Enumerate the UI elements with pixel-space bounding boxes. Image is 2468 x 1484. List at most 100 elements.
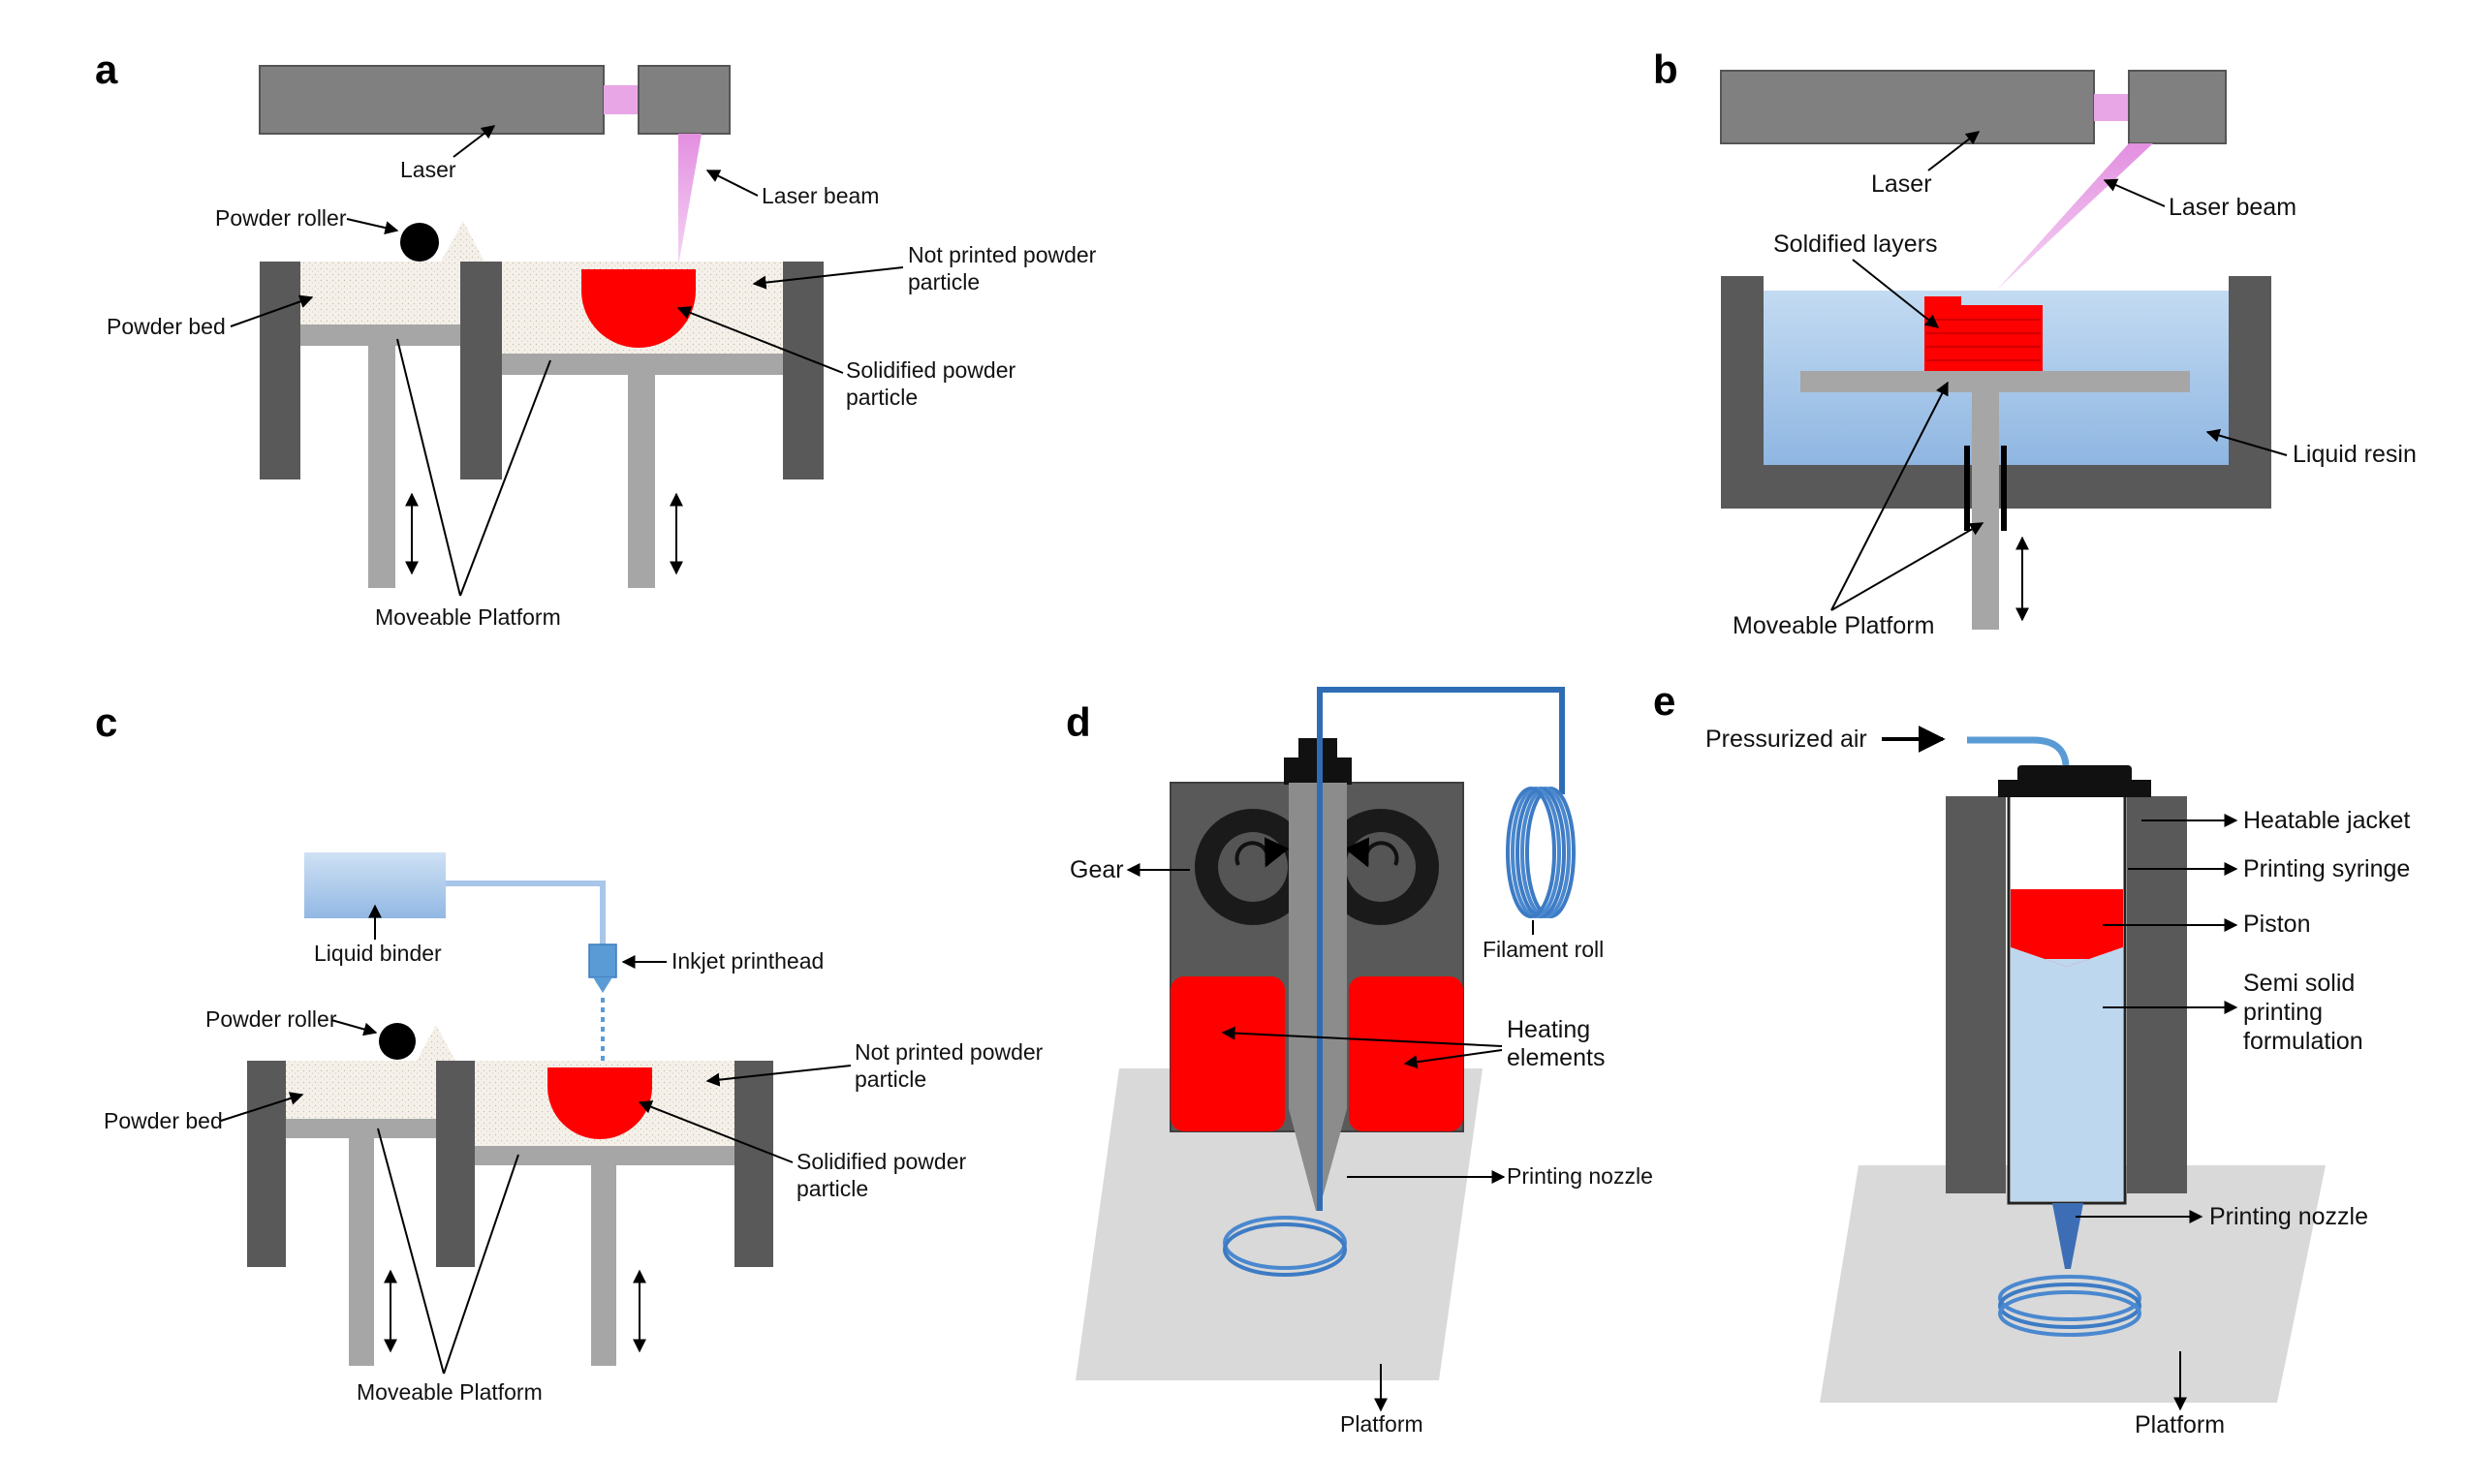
label-not-printed-a-1: Not printed powder xyxy=(908,242,1097,267)
powder-bed-left xyxy=(300,262,460,325)
panel-letter-c: c xyxy=(95,699,117,745)
panel-c: c Liquid binder Inkjet printhead Powder … xyxy=(95,699,1044,1405)
label-powder-bed-c: Powder bed xyxy=(104,1108,223,1133)
panel-b: b Laser Laser beam Soldified layers Liqu… xyxy=(1653,46,2417,639)
laser-mirror xyxy=(638,65,731,135)
printing-nozzle-e xyxy=(2052,1203,2083,1269)
label-heating-2: elements xyxy=(1507,1044,1605,1071)
gear-left-rotation xyxy=(1234,837,1290,868)
platform-right-stem xyxy=(628,375,655,588)
piston xyxy=(2011,889,2123,967)
label-moveable-platform-b: Moveable Platform xyxy=(1733,612,1934,639)
panel-letter-d: d xyxy=(1066,699,1091,745)
label-solidified-c-1: Solidified powder xyxy=(797,1149,967,1174)
laser-beam-horizontal xyxy=(604,85,639,114)
seal-left xyxy=(1964,446,1970,531)
laser-beam-b xyxy=(1996,143,2153,291)
powder-heap xyxy=(441,221,484,262)
platform-left xyxy=(300,325,460,346)
panel-letter-a: a xyxy=(95,46,118,92)
filament-roll xyxy=(1506,787,1576,918)
solidified-layers xyxy=(1924,305,2043,371)
bed-wall-right xyxy=(783,262,824,479)
platform-left-c xyxy=(286,1119,436,1138)
label-laser-a: Laser xyxy=(400,157,456,182)
label-liquid-resin: Liquid resin xyxy=(2293,441,2417,468)
printed-rings-d xyxy=(1223,1216,1347,1277)
binder-tube xyxy=(446,881,606,944)
panel-letter-e: e xyxy=(1653,678,1675,724)
bed-wall-left-c xyxy=(247,1061,286,1267)
label-not-printed-c-2: particle xyxy=(855,1067,926,1092)
laser-beam xyxy=(678,134,702,266)
label-powder-roller-a: Powder roller xyxy=(215,205,347,231)
filament xyxy=(1317,687,1565,1211)
label-laser-b: Laser xyxy=(1871,170,1932,198)
label-laser-beam-a: Laser beam xyxy=(762,183,879,208)
air-tube xyxy=(1967,736,2070,766)
platform-right xyxy=(502,354,783,375)
label-powder-bed-a: Powder bed xyxy=(107,314,226,339)
label-semi-solid-2: printing xyxy=(2243,999,2323,1026)
platform-right-c xyxy=(475,1146,734,1165)
heating-element-right xyxy=(1349,976,1463,1131)
label-filament-roll: Filament roll xyxy=(1483,937,1604,962)
label-platform-d: Platform xyxy=(1340,1411,1423,1437)
laser-mirror-b xyxy=(2128,70,2227,144)
laser-beam-horizontal-b xyxy=(2094,94,2129,121)
panel-e: e Pressurized air Heatable jacket Printi… xyxy=(1653,678,2410,1438)
powder-roller xyxy=(400,223,439,262)
label-semi-solid-1: Semi solid xyxy=(2243,970,2355,997)
label-printing-nozzle-e: Printing nozzle xyxy=(2209,1203,2368,1230)
label-solidified-a-2: particle xyxy=(846,385,918,410)
label-heating-1: Heating xyxy=(1507,1016,1590,1043)
inkjet-printhead xyxy=(588,943,617,978)
label-solidified-c-2: particle xyxy=(797,1176,868,1201)
label-semi-solid-3: formulation xyxy=(2243,1028,2363,1055)
seal-right xyxy=(2001,446,2007,531)
label-gear: Gear xyxy=(1070,856,1124,883)
heating-element-left xyxy=(1171,976,1285,1131)
label-platform-e: Platform xyxy=(2135,1411,2225,1438)
laser-body-b xyxy=(1720,70,2095,144)
label-liquid-binder: Liquid binder xyxy=(314,941,442,966)
syringe-cap xyxy=(2017,765,2132,783)
printed-rings-e xyxy=(1998,1275,2141,1337)
label-inkjet-printhead: Inkjet printhead xyxy=(672,948,824,974)
platform-b xyxy=(1800,371,2190,392)
platform-left-stem xyxy=(368,346,395,588)
label-not-printed-c-1: Not printed powder xyxy=(855,1039,1044,1065)
bed-wall-middle-c xyxy=(436,1061,475,1267)
semi-solid-formulation xyxy=(2011,959,2123,1201)
platform-stem-b xyxy=(1972,392,1999,630)
label-solidified-a-1: Solidified powder xyxy=(846,357,1016,383)
laser-body xyxy=(259,65,605,135)
solidified-part xyxy=(581,269,696,348)
panel-a: a Laser Laser beam Powder roller Powde xyxy=(95,46,1097,630)
solidified-part-c xyxy=(547,1067,652,1139)
heatable-jacket-left xyxy=(1946,796,2006,1193)
powder-roller-c xyxy=(379,1023,416,1060)
platform-left-stem-c xyxy=(349,1138,374,1366)
label-printing-nozzle-d: Printing nozzle xyxy=(1507,1163,1653,1189)
label-pressurized-air: Pressurized air xyxy=(1705,726,1867,753)
label-not-printed-a-2: particle xyxy=(908,269,980,294)
label-piston: Piston xyxy=(2243,911,2310,938)
label-moveable-platform-a: Moveable Platform xyxy=(375,604,561,630)
label-printing-syringe: Printing syringe xyxy=(2243,855,2410,882)
heatable-jacket-right xyxy=(2127,796,2187,1193)
powder-heap-c xyxy=(417,1025,455,1061)
label-moveable-platform-c: Moveable Platform xyxy=(357,1379,543,1405)
platform-right-stem-c xyxy=(591,1165,616,1366)
label-laser-beam-b: Laser beam xyxy=(2169,194,2296,221)
bed-wall-right-c xyxy=(734,1061,773,1267)
panel-letter-b: b xyxy=(1653,46,1678,92)
syringe-flange xyxy=(1998,780,2151,797)
bed-wall-middle xyxy=(460,262,502,479)
panel-d: d Gear xyxy=(1066,687,1653,1437)
label-heatable-jacket: Heatable jacket xyxy=(2243,807,2410,834)
gear-right-rotation xyxy=(1344,837,1399,868)
bed-wall-left xyxy=(260,262,300,479)
